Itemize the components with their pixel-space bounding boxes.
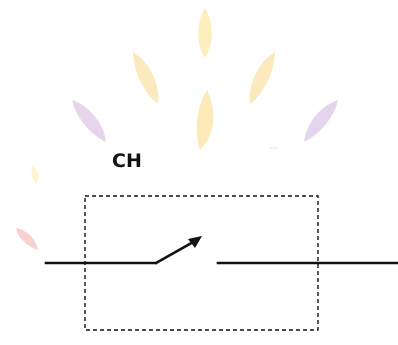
watermark-petal (196, 90, 214, 150)
watermark-petal (268, 146, 280, 150)
switch-blade (154, 239, 197, 265)
switch-label: CH (112, 150, 142, 172)
watermark-petal (249, 52, 275, 104)
watermark-petal (31, 166, 39, 184)
watermark-petal (72, 100, 106, 142)
watermark-petal (198, 8, 212, 58)
watermark-petal (16, 228, 38, 250)
watermark-petal (133, 52, 159, 104)
switch-arrowhead (188, 236, 202, 248)
watermark-sunburst (16, 8, 338, 250)
watermark-petal (304, 100, 338, 142)
